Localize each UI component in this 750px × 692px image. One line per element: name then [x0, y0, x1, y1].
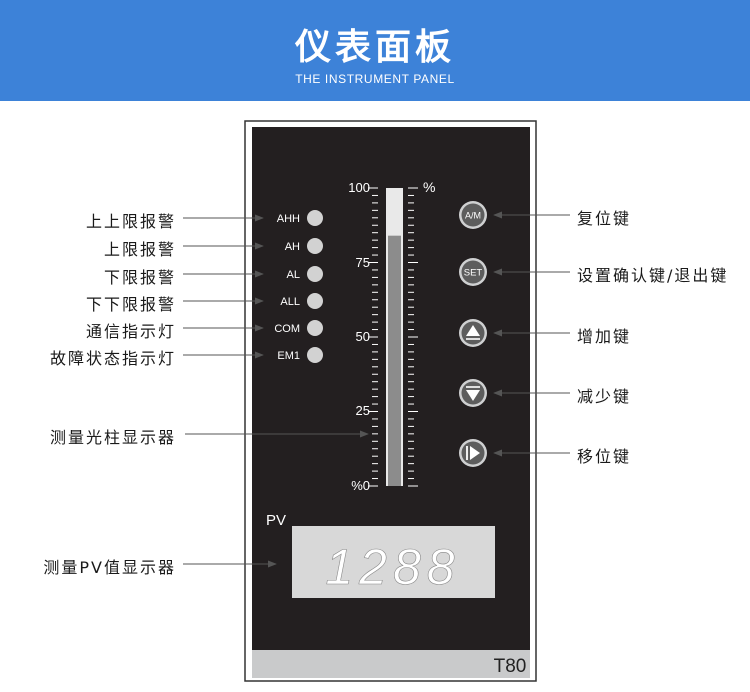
led-label-al: AL	[287, 269, 300, 281]
led-ah	[307, 238, 323, 254]
bar-fill	[388, 235, 401, 486]
label-shift-key: 移位键	[577, 447, 632, 466]
label-ah-alarm: 上限报警	[103, 240, 176, 259]
down-button[interactable]	[459, 379, 487, 407]
tick-label-100: 100	[348, 180, 370, 195]
pv-title: PV	[266, 512, 286, 529]
key-group: A/M SET	[459, 201, 487, 467]
tick-label-25: 25	[356, 403, 370, 418]
led-all	[307, 293, 323, 309]
label-set-key: 设置确认键/退出键	[577, 266, 729, 285]
model-name: T80	[494, 656, 527, 677]
set-button[interactable]: SET	[459, 258, 487, 286]
label-pv-display: 测量PV值显示器	[43, 558, 176, 577]
tick-label-0: %0	[351, 478, 370, 493]
tick-label-50: 50	[356, 329, 370, 344]
bar-graph: 100 75 50 25 %0 %	[348, 179, 435, 493]
right-callouts	[493, 211, 570, 457]
led-ahh	[307, 210, 323, 226]
led-label-com: COM	[274, 323, 300, 335]
label-reset-key: 复位键	[577, 209, 632, 228]
label-up-key: 增加键	[577, 327, 632, 346]
page-subtitle: THE INSTRUMENT PANEL	[295, 72, 455, 86]
label-fault-indicator: 故障状态指示灯	[49, 349, 176, 368]
scale-unit: %	[423, 179, 435, 195]
am-button-label: A/M	[465, 211, 481, 221]
led-label-ah: AH	[285, 241, 300, 253]
led-label-ahh: AHH	[277, 213, 300, 225]
label-bar-display: 测量光柱显示器	[49, 428, 176, 447]
label-all-alarm: 下下限报警	[85, 295, 176, 314]
page-title: 仪表面板	[294, 27, 455, 68]
tick-label-75: 75	[356, 255, 370, 270]
model-strip	[252, 650, 530, 678]
left-callouts	[183, 214, 369, 568]
label-ahh-alarm: 上上限报警	[85, 212, 176, 231]
up-button[interactable]	[459, 319, 487, 347]
led-label-all: ALL	[280, 296, 300, 308]
set-button-label: SET	[464, 268, 483, 279]
label-down-key: 减少键	[577, 387, 632, 406]
led-group: AHH AH AL ALL COM EM1	[274, 210, 323, 363]
shift-right-icon	[466, 446, 480, 460]
led-com	[307, 320, 323, 336]
triangle-up-icon	[466, 325, 480, 340]
led-al	[307, 266, 323, 282]
am-button[interactable]: A/M	[459, 201, 487, 229]
label-al-alarm: 下限报警	[103, 268, 176, 287]
pv-display-window	[292, 526, 495, 598]
pv-value: 1288	[325, 539, 460, 595]
scale-ticks	[368, 187, 418, 487]
triangle-down-icon	[466, 386, 480, 401]
shift-button[interactable]	[459, 439, 487, 467]
label-com-indicator: 通信指示灯	[85, 322, 176, 341]
led-em1	[307, 347, 323, 363]
header-banner: 仪表面板 THE INSTRUMENT PANEL	[0, 0, 750, 101]
led-label-em1: EM1	[277, 350, 300, 362]
